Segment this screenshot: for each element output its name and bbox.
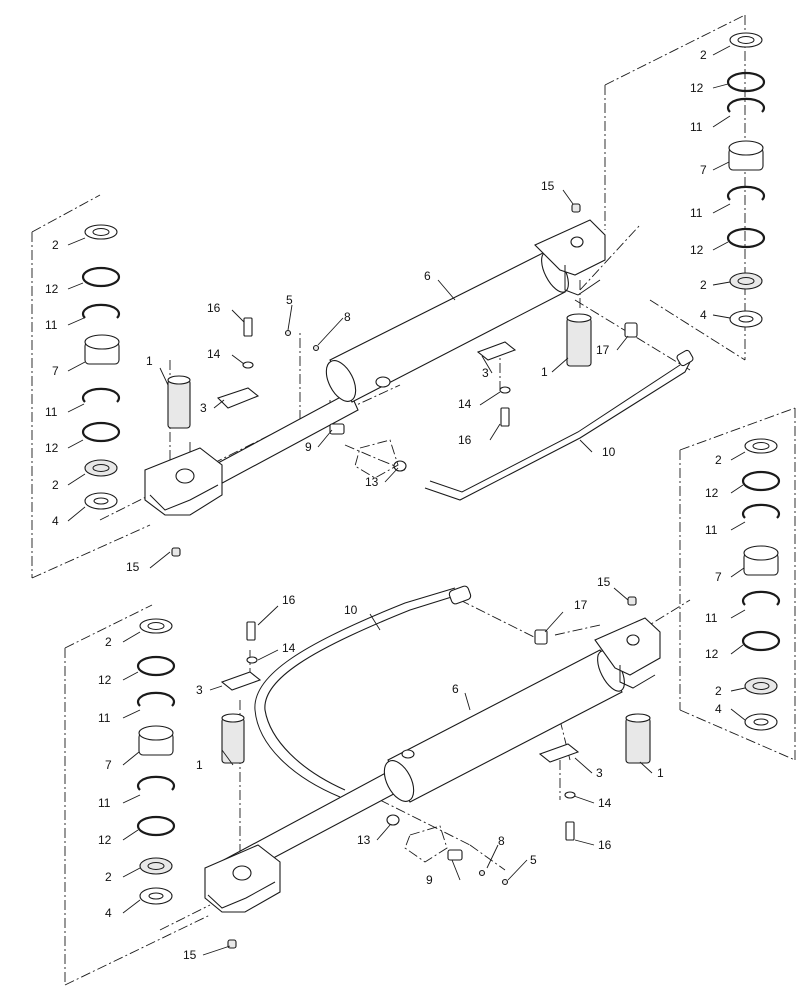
- callout-14: 14: [598, 796, 612, 810]
- bearing-stacks: [81, 32, 781, 905]
- hoses: [254, 349, 694, 798]
- callout-15: 15: [126, 560, 140, 574]
- callout-3: 3: [200, 401, 207, 415]
- callout-9: 9: [426, 873, 433, 887]
- callout-2: 2: [105, 870, 112, 884]
- callout-labels: 2 12 11 7 11 12 2 4 2 12 11 7 11 12 2 4 …: [45, 48, 722, 962]
- callout-10: 10: [344, 603, 358, 617]
- callout-13: 13: [365, 475, 379, 489]
- callout-10: 10: [602, 445, 616, 459]
- callout-2: 2: [715, 684, 722, 698]
- callout-4: 4: [52, 514, 59, 528]
- callout-7: 7: [52, 364, 59, 378]
- callout-15: 15: [541, 179, 555, 193]
- callout-3: 3: [596, 766, 603, 780]
- callout-14: 14: [282, 641, 296, 655]
- callout-11: 11: [690, 120, 703, 134]
- callout-2: 2: [105, 635, 112, 649]
- callout-14: 14: [207, 347, 221, 361]
- callout-7: 7: [105, 758, 112, 772]
- callout-2: 2: [700, 278, 707, 292]
- callout-11: 11: [45, 318, 58, 332]
- callout-5: 5: [286, 293, 293, 307]
- callout-3: 3: [482, 366, 489, 380]
- callout-11: 11: [98, 796, 111, 810]
- callout-17: 17: [574, 598, 588, 612]
- callout-1: 1: [657, 766, 664, 780]
- callout-12: 12: [98, 673, 112, 687]
- callout-11: 11: [98, 711, 111, 725]
- callout-2: 2: [52, 238, 59, 252]
- callout-12: 12: [690, 243, 704, 257]
- callout-11: 11: [690, 206, 703, 220]
- callout-12: 12: [690, 81, 704, 95]
- callout-6: 6: [452, 682, 459, 696]
- callout-16: 16: [282, 593, 296, 607]
- callout-2: 2: [715, 453, 722, 467]
- callout-4: 4: [700, 308, 707, 322]
- callout-2: 2: [700, 48, 707, 62]
- callout-12: 12: [705, 486, 719, 500]
- callout-2: 2: [52, 478, 59, 492]
- callout-4: 4: [715, 702, 722, 716]
- callout-13: 13: [357, 833, 371, 847]
- leader-lines: [67, 45, 746, 956]
- callout-15: 15: [183, 948, 197, 962]
- callout-6: 6: [424, 269, 431, 283]
- callout-12: 12: [45, 282, 59, 296]
- callout-17: 17: [596, 343, 610, 357]
- callout-1: 1: [196, 758, 203, 772]
- callout-1: 1: [541, 365, 548, 379]
- callout-11: 11: [705, 523, 718, 537]
- callout-15: 15: [597, 575, 611, 589]
- callout-11: 11: [705, 611, 718, 625]
- small-parts: [167, 203, 651, 949]
- callout-8: 8: [498, 834, 505, 848]
- callout-16: 16: [598, 838, 612, 852]
- callout-7: 7: [715, 570, 722, 584]
- callout-8: 8: [344, 310, 351, 324]
- callout-12: 12: [705, 647, 719, 661]
- callout-3: 3: [196, 683, 203, 697]
- callout-12: 12: [98, 833, 112, 847]
- callout-16: 16: [207, 301, 221, 315]
- callout-1: 1: [146, 354, 153, 368]
- callout-5: 5: [530, 853, 537, 867]
- callout-9: 9: [305, 440, 312, 454]
- upper-hydraulic-cylinder: [144, 219, 606, 516]
- callout-14: 14: [458, 397, 472, 411]
- callout-16: 16: [458, 433, 472, 447]
- callout-11: 11: [45, 405, 58, 419]
- callout-4: 4: [105, 906, 112, 920]
- callout-12: 12: [45, 441, 59, 455]
- callout-7: 7: [700, 163, 707, 177]
- lower-hydraulic-cylinder: [204, 617, 661, 913]
